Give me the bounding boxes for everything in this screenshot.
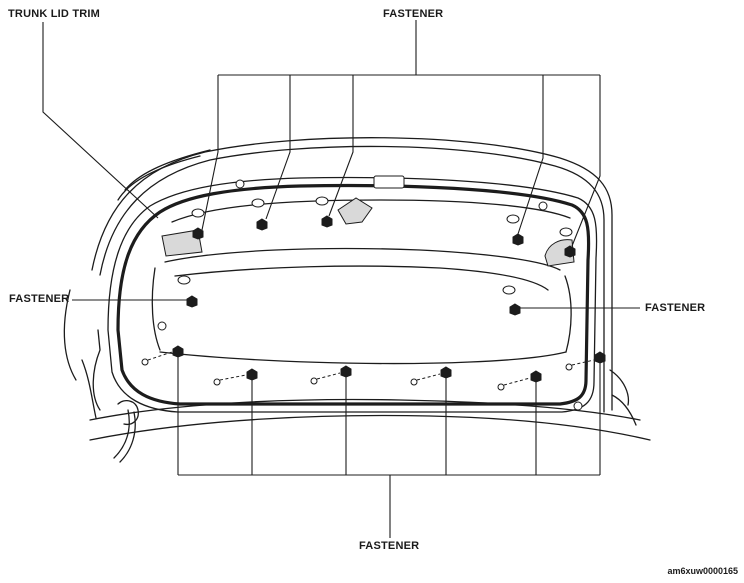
fastener-label-top: FASTENER	[383, 8, 444, 20]
leader-top-fasteners	[201, 20, 601, 247]
body-hole-left	[157, 321, 167, 331]
fastener-middle-left	[177, 275, 198, 308]
fastener-top-3	[315, 196, 333, 228]
fastener-bottom-2	[213, 368, 258, 386]
leader-trunk-lid-trim	[42, 22, 159, 219]
fastener-middle-right	[502, 285, 521, 316]
figure-id: am6xuw0000165	[667, 566, 738, 576]
lid-handle-slot	[373, 175, 405, 189]
trunk-lid-outline	[63, 137, 651, 463]
fastener-label-bottom: FASTENER	[359, 540, 420, 552]
fastener-bottom-3	[310, 365, 352, 385]
fastener-label-left: FASTENER	[9, 293, 70, 305]
trunk-lid-trim-label: TRUNK LID TRIM	[8, 8, 101, 20]
fastener-bottom-1	[141, 345, 184, 366]
fastener-top-5	[559, 227, 576, 258]
body-hole-right	[573, 401, 583, 411]
trim-recess-left	[161, 229, 203, 257]
trim-recess-right	[544, 239, 575, 267]
trim-hole-top-left	[235, 179, 245, 189]
lock-cover	[337, 197, 373, 225]
fastener-label-right: FASTENER	[645, 302, 706, 314]
fastener-top-4	[506, 214, 524, 246]
fastener-top-2	[251, 198, 268, 231]
leader-bottom-fasteners	[177, 355, 601, 538]
fastener-top-1	[191, 208, 205, 240]
fastener-bottom-5	[497, 370, 542, 391]
trim-hole-top-right	[538, 201, 548, 211]
fastener-bottom-4	[410, 366, 452, 386]
